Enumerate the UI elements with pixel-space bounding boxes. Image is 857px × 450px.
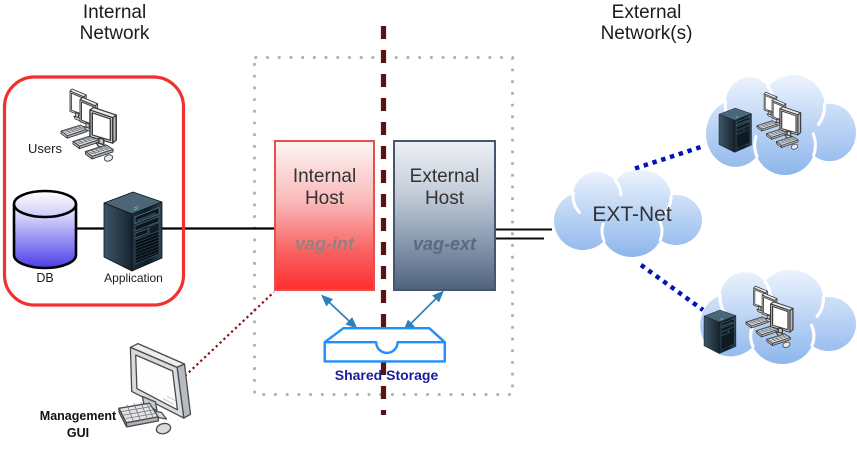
extnet-remote-link-top [634,143,705,171]
extnet-remote-link-bottom [639,263,705,312]
management-host-link [184,291,275,377]
internal-network-boundary [2,75,186,307]
internal-host-vm-name: vag-int [294,234,354,254]
external-host-vm-name: vag-ext [412,234,477,254]
internal-host-title: Internal Host [292,166,357,209]
extnet-label: EXT-Net [592,203,672,226]
application-icon [103,191,163,272]
workstations-icon [61,89,116,162]
internal-host-node: Internal Host vag-int [274,140,375,291]
db-label: DB [36,271,54,285]
management-gui-icon [118,342,192,435]
external-host-node: External Host vag-ext [393,140,496,291]
db-icon [12,189,78,270]
external-host-title: External Host [409,166,480,209]
host-extnet-link [494,228,552,240]
users-label: Users [28,141,62,156]
internal-network-title: Internal Network [79,2,150,44]
internal-host-storage-arrow [321,294,358,329]
shared-storage-label: Shared Storage [334,367,439,383]
users-icon [61,89,116,162]
application-label: Application [104,271,163,285]
shared-storage-icon [323,327,446,363]
host-storage-arrows [321,290,444,332]
server-tower-icon [703,309,737,354]
management-gui-label: Management GUI [39,409,117,440]
external-networks-title: External Network(s) [600,2,693,44]
external-host-storage-arrow [403,290,444,332]
server-tower-icon [718,107,752,153]
